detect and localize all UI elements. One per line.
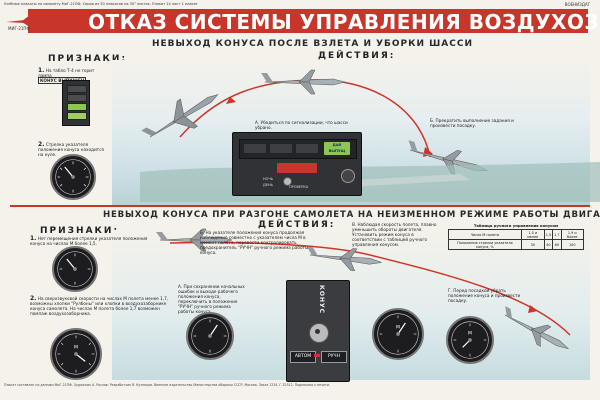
mach-face-1: М <box>55 333 97 375</box>
section2-signs-title: ПРИЗНАКИ: <box>40 226 120 236</box>
gauge-label-m: М <box>74 344 78 350</box>
jet-2-icon <box>261 69 346 95</box>
section2-action-a: А. При сохранении начальных ошибок и вых… <box>178 284 245 314</box>
section1-heading: НЕВЫХОД КОНУСА ПОСЛЕ ВЗЛЕТА И УБОРКИ ШАС… <box>152 39 474 49</box>
section1-sign2: 2. Стрелка указателя положения конуса на… <box>38 141 104 158</box>
header-label-right: ВОЕНИЗДАТ <box>564 2 590 7</box>
title-jet-icon: МИГ-21ПФ <box>6 12 62 31</box>
title-series: МИГ-21ПФ <box>8 26 30 31</box>
section1-actions-title: ДЕЙСТВИЯ: <box>318 51 396 61</box>
cockpit-panel-1: ДАЙ ВЫПУЩ НОЧЬ ДЕНЬ ПРОВЕРКА <box>232 132 362 196</box>
lamp-green-2 <box>67 112 87 120</box>
panel-lamp-off-3 <box>296 144 318 153</box>
table-header-row: Число М полета 1,5 и менее 1,5 1,7 1,9 и… <box>448 229 585 240</box>
section2-sign1: 1. Нет перемещения стрелки указателя пол… <box>30 235 148 247</box>
table-header: 1,5 и менее <box>520 229 545 240</box>
signal-panel-t4 <box>62 80 90 126</box>
section2-illustration <box>156 228 571 350</box>
section2-actions-title: ДЕЙСТВИЯ: <box>258 220 336 230</box>
table-header: 1,7 <box>552 229 562 240</box>
poster-title: ОТКАЗ СИСТЕМЫ УПРАВЛЕНИЯ ВОЗДУХОЗАБОРНИК… <box>88 10 600 34</box>
footer-note: Плакат составлен по данным МиГ-21ПФ. Худ… <box>4 383 330 387</box>
panel-lamp-green: ДАЙ ВЫПУЩ <box>324 142 350 155</box>
mach-gauge-1: М <box>50 328 102 380</box>
section1-signs-title: ПРИЗНАКИ: <box>48 54 128 64</box>
section2-action-b: Б. На указателе положения конуса продолж… <box>200 230 309 255</box>
cone-position-gauge-1 <box>50 154 96 200</box>
switch-arrow-icon <box>314 354 320 357</box>
red-indicator <box>277 163 317 173</box>
panel-knob <box>283 177 292 186</box>
table-header: 1,5 <box>543 229 554 240</box>
panel-dial <box>341 169 355 183</box>
table-cell: 40 <box>543 239 554 250</box>
section2-heading: НЕВЫХОД КОНУСА ПРИ РАЗГОНЕ САМОЛЕТА НА Н… <box>103 210 600 220</box>
panel-label-night: НОЧЬ <box>263 177 274 181</box>
cone-position-gauge-2 <box>52 246 98 292</box>
header-note: Учебные плакаты по самолету МиГ-21ПФ. Се… <box>4 2 198 6</box>
section1-action-a: А. Убедиться по сигнализации, что шасси … <box>255 120 348 130</box>
switch-auto-label[interactable]: АВТОМ <box>290 351 316 363</box>
cone-switch-label: КОНУС <box>318 285 325 315</box>
jet-1-icon <box>141 94 219 138</box>
panel-lamp-off-2 <box>270 144 292 153</box>
lamp-row: ДАЙ ВЫПУЩ <box>239 139 357 159</box>
section2-sign2: 2. На сверхзвуковой скорости на числах М… <box>30 295 169 317</box>
gauge-face-1 <box>55 159 91 195</box>
gauge-face-3 <box>191 317 229 355</box>
jet-4-icon <box>156 228 233 252</box>
lamp-off-2 <box>67 94 87 102</box>
cone-position-gauge-3 <box>186 312 234 360</box>
mach-gauge-2: М <box>372 308 424 360</box>
mach-gauge-3: М <box>446 316 494 364</box>
jet-6-icon <box>504 306 569 350</box>
mach-face-2: М <box>377 313 419 355</box>
table-row-label: Положение стрелки указателя конуса, % <box>448 239 522 250</box>
knob-center <box>315 329 320 334</box>
gauge-label-m-2: М <box>396 324 400 330</box>
manual-cone-table: Таблица ручного управления конусом Число… <box>448 223 585 250</box>
lamp-green-1 <box>67 103 87 111</box>
jet-5-icon <box>306 246 382 272</box>
section-separator <box>10 205 590 207</box>
panel-label-day: ДЕНЬ <box>263 183 273 187</box>
table: Число М полета 1,5 и менее 1,5 1,7 1,9 и… <box>448 229 585 250</box>
table-row: Положение стрелки указателя конуса, % 30… <box>448 239 585 250</box>
section1-illustration <box>140 69 600 202</box>
red-arrow-icon-3 <box>528 305 538 313</box>
gauge-label-m-3: М <box>468 331 472 337</box>
table-cell: 100 <box>560 239 585 250</box>
mach-face-3: М <box>451 321 489 359</box>
table-header: 1,9 и более <box>560 229 585 240</box>
lamp-off-1 <box>67 85 87 93</box>
table-header: Число М полета <box>448 229 522 240</box>
panel-lamp-off-1 <box>244 144 266 153</box>
cone-switch-panel: КОНУС АВТОМ РУЧН <box>286 280 350 382</box>
section2-action-v: В. Наблюдая скорость полета, плавно умен… <box>352 222 437 247</box>
table-cell: 60 <box>552 239 562 250</box>
table-title: Таблица ручного управления конусом <box>473 223 559 228</box>
section2-action-g: Г. Перед посадкой убрать положение конус… <box>448 288 521 303</box>
red-arrow-icon <box>226 97 236 104</box>
section1-action-b: Б. Прекратить выполнение задания и произ… <box>430 118 514 128</box>
switch-manual-label[interactable]: РУЧН <box>321 351 347 363</box>
panel-label-check: ПРОВЕРКА <box>289 185 309 189</box>
title-bar <box>28 9 588 33</box>
table-cell: 30 <box>520 239 545 250</box>
gauge-face-2 <box>57 251 93 287</box>
